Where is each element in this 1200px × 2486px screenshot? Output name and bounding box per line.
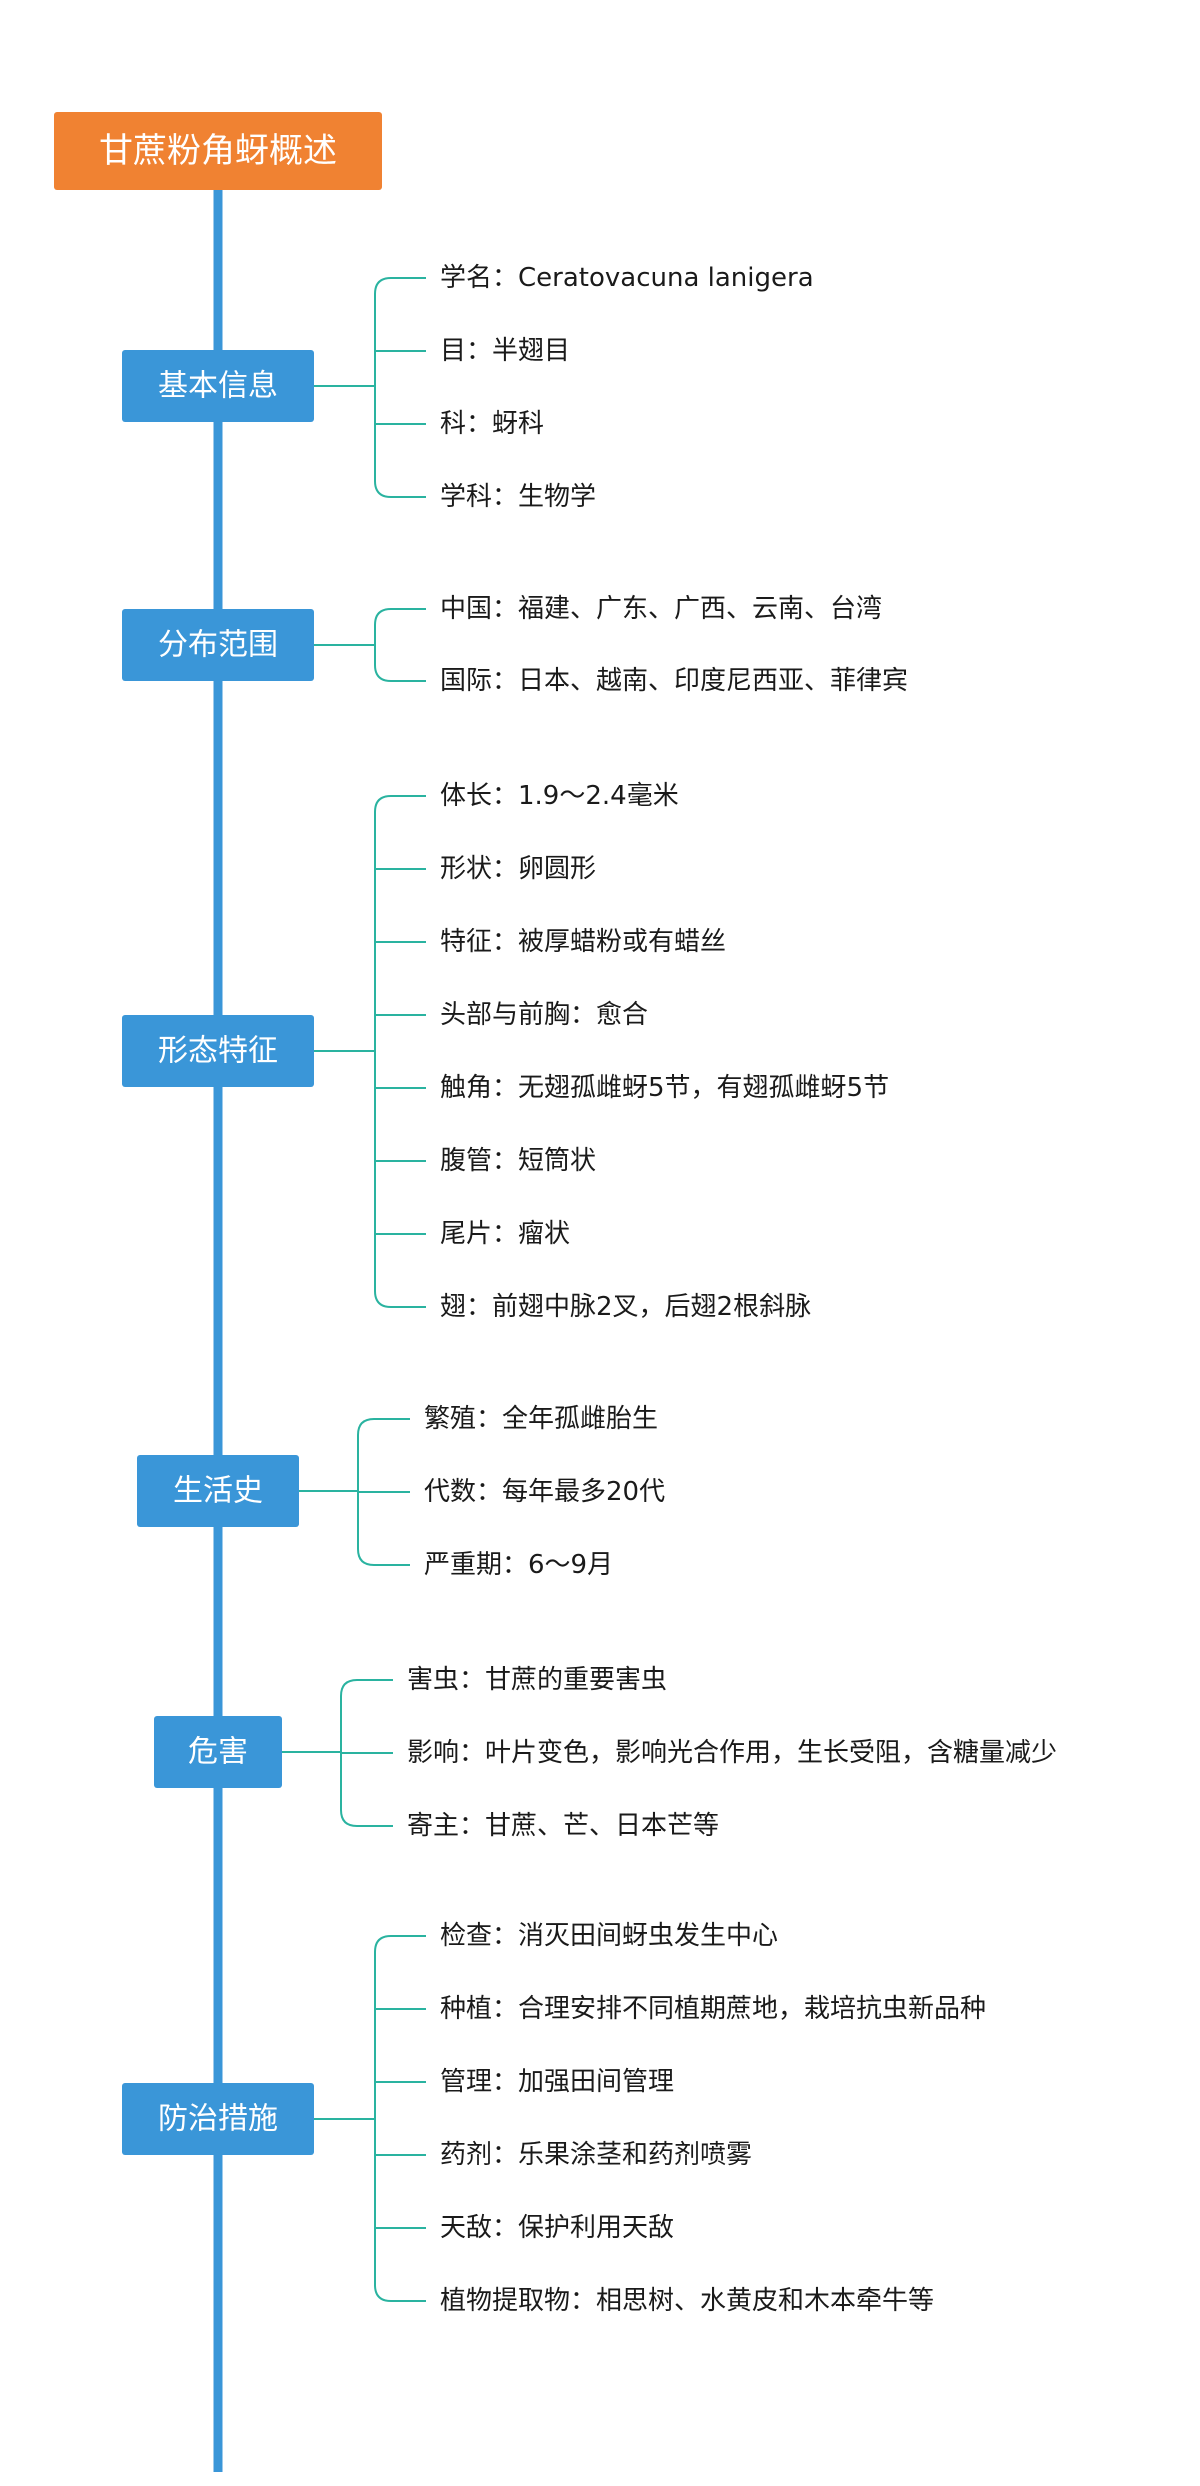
leaf-item: 头部与前胸：愈合 <box>440 1000 648 1030</box>
connector-bracket <box>374 608 426 682</box>
leaf-item: 触角：无翅孤雌蚜5节，有翅孤雌蚜5节 <box>440 1073 889 1103</box>
leaf-item: 寄主：甘蔗、芒、日本芒等 <box>407 1811 719 1841</box>
leaf-item: 腹管：短筒状 <box>440 1146 596 1176</box>
category-label: 基本信息 <box>158 369 278 404</box>
title-node: 甘蔗粉角蚜概述 <box>54 112 382 190</box>
leaf-item: 繁殖：全年孤雌胎生 <box>424 1404 658 1434</box>
leaf-item: 代数：每年最多20代 <box>424 1477 665 1507</box>
connector-group-5 <box>282 1679 393 1827</box>
connector-layer <box>282 277 426 2302</box>
leaf-item: 天敌：保护利用天敌 <box>440 2213 674 2243</box>
leaf-item: 形状：卵圆形 <box>440 854 596 884</box>
connector-bracket <box>374 795 426 1308</box>
leaf-item: 学名：Ceratovacuna lanigera <box>440 263 814 293</box>
category-box <box>122 350 314 422</box>
connector-group-2 <box>314 608 426 682</box>
leaf-item: 目：半翅目 <box>440 336 570 366</box>
category-label: 防治措施 <box>158 2102 278 2137</box>
leaf-item: 检查：消灭田间蚜虫发生中心 <box>440 1921 778 1951</box>
category-node-4: 生活史 <box>137 1455 299 1527</box>
timeline-spine <box>213 190 223 2472</box>
page-title: 甘蔗粉角蚜概述 <box>99 131 337 171</box>
category-label: 危害 <box>188 1735 248 1770</box>
title-box <box>54 112 382 190</box>
leaf-item: 特征：被厚蜡粉或有蜡丝 <box>440 927 726 957</box>
leaf-item: 药剂：乐果涂茎和药剂喷雾 <box>440 2140 752 2170</box>
category-box <box>122 2083 314 2155</box>
leaf-item: 种植：合理安排不同植期蔗地，栽培抗虫新品种 <box>440 1994 986 2024</box>
category-box <box>122 609 314 681</box>
leaf-item: 科：蚜科 <box>440 409 544 439</box>
leaf-item: 害虫：甘蔗的重要害虫 <box>407 1665 667 1695</box>
leaf-item: 体长：1.9～2.4毫米 <box>440 781 679 811</box>
connector-group-1 <box>314 277 426 498</box>
category-node-5: 危害 <box>154 1716 282 1788</box>
category-label: 分布范围 <box>158 628 278 663</box>
category-box <box>154 1716 282 1788</box>
leaf-item: 植物提取物：相思树、水黄皮和木本牵牛等 <box>440 2286 934 2316</box>
leaf-item: 中国：福建、广东、广西、云南、台湾 <box>440 594 882 624</box>
leaf-item: 管理：加强田间管理 <box>440 2067 674 2097</box>
leaf-item: 国际：日本、越南、印度尼西亚、菲律宾 <box>440 666 908 696</box>
category-box <box>122 1015 314 1087</box>
leaf-item: 严重期：6～9月 <box>424 1550 613 1580</box>
category-node-2: 分布范围 <box>122 609 314 681</box>
connector-group-6 <box>314 1935 426 2302</box>
category-node-6: 防治措施 <box>122 2083 314 2155</box>
connector-bracket <box>374 1935 426 2302</box>
category-node-1: 基本信息 <box>122 350 314 422</box>
node-layer: 基本信息 学名：Ceratovacuna lanigera 目：半翅目科：蚜科学科：… <box>122 263 1057 2316</box>
leaf-item: 翅：前翅中脉2叉，后翅2根斜脉 <box>440 1292 811 1322</box>
category-node-3: 形态特征 <box>122 1015 314 1087</box>
leaf-item: 尾片：瘤状 <box>440 1219 570 1249</box>
connector-group-3 <box>314 795 426 1308</box>
category-label: 生活史 <box>173 1474 263 1509</box>
leaf-item: 学科：生物学 <box>440 482 596 512</box>
category-label: 形态特征 <box>158 1034 278 1069</box>
connector-bracket <box>374 277 426 498</box>
leaf-item: 影响：叶片变色，影响光合作用，生长受阻，含糖量减少 <box>407 1738 1057 1768</box>
category-box <box>137 1455 299 1527</box>
connector-group-4 <box>299 1418 410 1566</box>
